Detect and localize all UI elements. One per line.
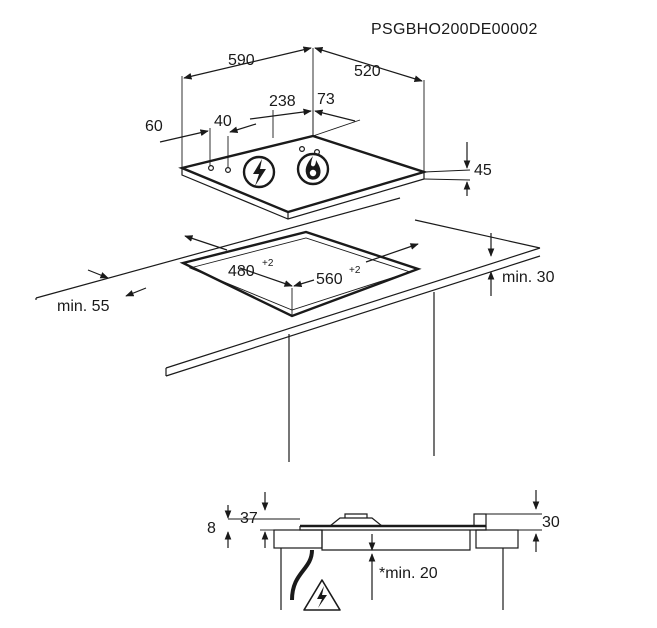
label-cutout-depth: 560 [316,271,343,288]
worktop [35,197,541,462]
cutout [179,230,422,318]
dim-offset [159,123,257,143]
section-view [228,513,542,610]
label-min-front: min. 55 [57,298,110,315]
label-width: 590 [228,52,255,69]
electric-icon [242,155,276,189]
label-cutout-width-tol: +2 [262,258,274,269]
label-height: 45 [474,162,492,179]
warning-icon [303,579,341,611]
label-panel-width: 238 [269,93,296,110]
label-min-clearance: *min. 20 [379,565,438,582]
flame-icon [296,152,330,186]
label-worktop: 8 [207,520,216,537]
dim-depth [314,47,423,82]
label-depth: 520 [354,63,381,80]
dim-cutout-depth [293,243,419,288]
dim-panel [249,108,356,122]
label-min-wall: min. 30 [502,269,555,286]
label-knob-offset: 40 [214,113,232,130]
label-left-offset: 60 [145,118,163,135]
dim-cutout-width [184,235,293,287]
drawing-code: PSGBHO200DE00002 [371,21,538,38]
label-below-top: 37 [240,510,258,527]
dim-width [183,46,312,80]
label-cutout-depth-tol: +2 [349,265,361,276]
hob-illustration [178,134,429,220]
hob-extension-lines [181,48,471,181]
label-section-height: 30 [542,514,560,531]
label-panel-depth: 73 [317,91,335,108]
label-cutout-width: 480 [228,263,255,280]
dim-min-front [87,269,147,297]
